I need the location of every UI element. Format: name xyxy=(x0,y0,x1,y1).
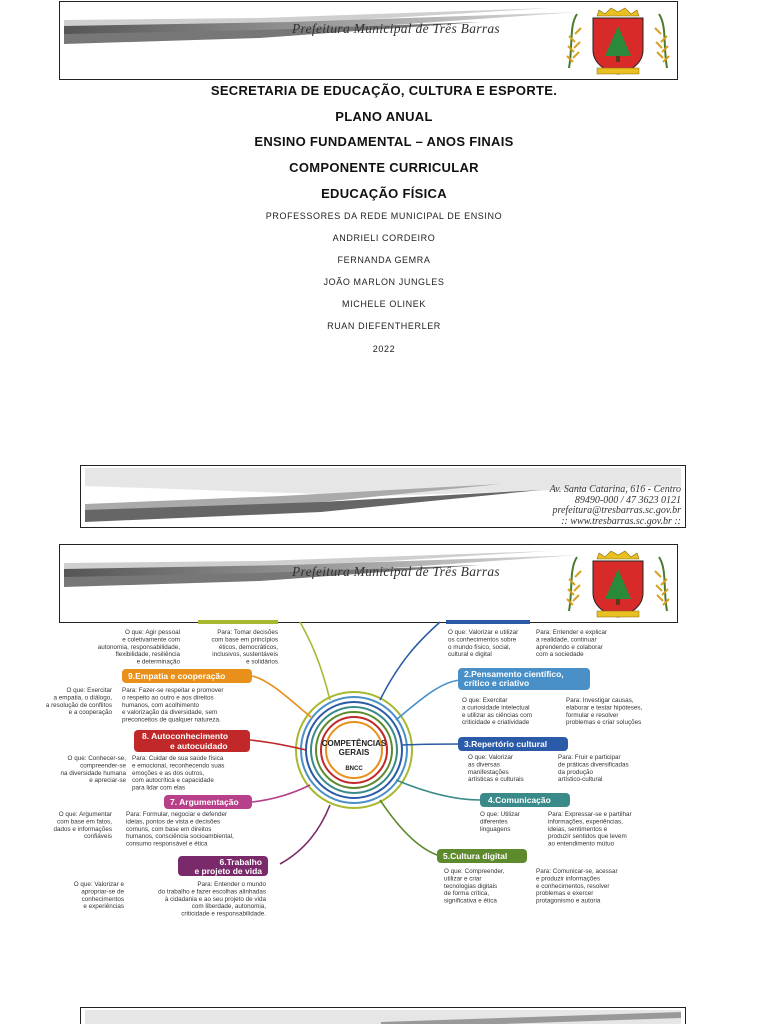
node-1-fragment xyxy=(446,620,530,624)
svg-text:2.Pensamento científico,: 2.Pensamento científico, xyxy=(464,669,564,679)
center-title: COMPETÊNCIAS xyxy=(322,739,387,748)
node-7: 7. Argumentação xyxy=(164,795,252,809)
header-title: Prefeitura Municipal de Três Barras xyxy=(292,564,500,579)
footer-swoosh xyxy=(85,468,681,522)
svg-text:e autocuidado: e autocuidado xyxy=(170,741,228,751)
node-2: 2.Pensamento científico, crítico e criat… xyxy=(458,668,590,690)
center-title-2: GERAIS xyxy=(339,748,370,757)
teacher-name: JOÃO MARLON JUNGLES xyxy=(323,277,445,287)
header-swoosh xyxy=(64,551,580,587)
svg-text:9.Empatia e cooperação: 9.Empatia e cooperação xyxy=(128,671,225,681)
footer-phone: 89490-000 / 47 3623 0121 xyxy=(574,494,681,506)
doc-componente: COMPONENTE CURRICULAR xyxy=(289,160,479,175)
competencias-mindmap: COMPETÊNCIAS GERAIS BNCC 2.Pensamento ci… xyxy=(46,620,643,918)
page-footer: Av. Santa Catarina, 616 - Centro 89490-0… xyxy=(80,465,686,528)
node-9: 9.Empatia e cooperação xyxy=(122,669,252,683)
doc-year: 2022 xyxy=(372,344,396,354)
svg-text:8. Autoconhecimento: 8. Autoconhecimento xyxy=(142,731,228,741)
node-10-fragment xyxy=(198,620,278,624)
node-6: 6.Trabalho e projeto de vida xyxy=(178,856,268,876)
svg-text:5.Cultura digital: 5.Cultura digital xyxy=(443,851,507,861)
node-4: 4.Comunicação xyxy=(480,793,570,807)
municipal-crest-icon xyxy=(566,550,670,618)
svg-text:7. Argumentação: 7. Argumentação xyxy=(170,797,239,807)
doc-subtitle: PROFESSORES DA REDE MUNICIPAL DE ENSINO xyxy=(265,211,503,221)
teacher-name: FERNANDA GEMRA xyxy=(337,255,431,265)
competency-description: Para: Investigar causas,elaborar e testa… xyxy=(566,697,643,726)
footer-swoosh xyxy=(85,1010,681,1024)
node-3: 3.Repertório cultural xyxy=(458,737,568,751)
node-5: 5.Cultura digital xyxy=(437,849,527,863)
page-footer-partial xyxy=(80,1007,686,1024)
svg-text:4.Comunicação: 4.Comunicação xyxy=(488,795,551,805)
doc-plano-anual: PLANO ANUAL xyxy=(335,109,433,124)
doc-secretaria: SECRETARIA DE EDUCAÇÃO, CULTURA E ESPORT… xyxy=(210,83,558,98)
teacher-name: ANDRIELI CORDEIRO xyxy=(332,233,436,243)
page-header: Prefeitura Municipal de Três Barras xyxy=(59,1,678,80)
teacher-name: MICHELE OLINEK xyxy=(342,299,426,309)
footer-email: prefeitura@tresbarras.sc.gov.br xyxy=(552,505,681,516)
page-header: Prefeitura Municipal de Três Barras xyxy=(59,544,678,623)
doc-disciplina: EDUCAÇÃO FÍSICA xyxy=(321,186,447,201)
footer-site: :: www.tresbarras.sc.gov.br :: xyxy=(561,515,681,527)
doc-ensino: ENSINO FUNDAMENTAL – ANOS FINAIS xyxy=(254,134,514,149)
svg-text:e projeto de vida: e projeto de vida xyxy=(194,866,262,876)
svg-text:crítico e criativo: crítico e criativo xyxy=(464,678,529,688)
footer-contact: Av. Santa Catarina, 616 - Centro 89490-0… xyxy=(549,484,681,527)
header-swoosh xyxy=(64,8,580,44)
teacher-name: RUAN DIEFENTHERLER xyxy=(327,321,441,331)
svg-text:6.Trabalho: 6.Trabalho xyxy=(219,857,262,867)
node-8: 8. Autoconhecimento e autocuidado xyxy=(134,730,250,752)
connectors xyxy=(249,621,481,865)
header-title: Prefeitura Municipal de Três Barras xyxy=(292,21,500,36)
svg-text:3.Repertório cultural: 3.Repertório cultural xyxy=(464,739,547,749)
footer-address: Av. Santa Catarina, 616 - Centro xyxy=(549,484,681,495)
municipal-crest-icon xyxy=(566,7,670,75)
center-subtitle: BNCC xyxy=(345,766,363,772)
